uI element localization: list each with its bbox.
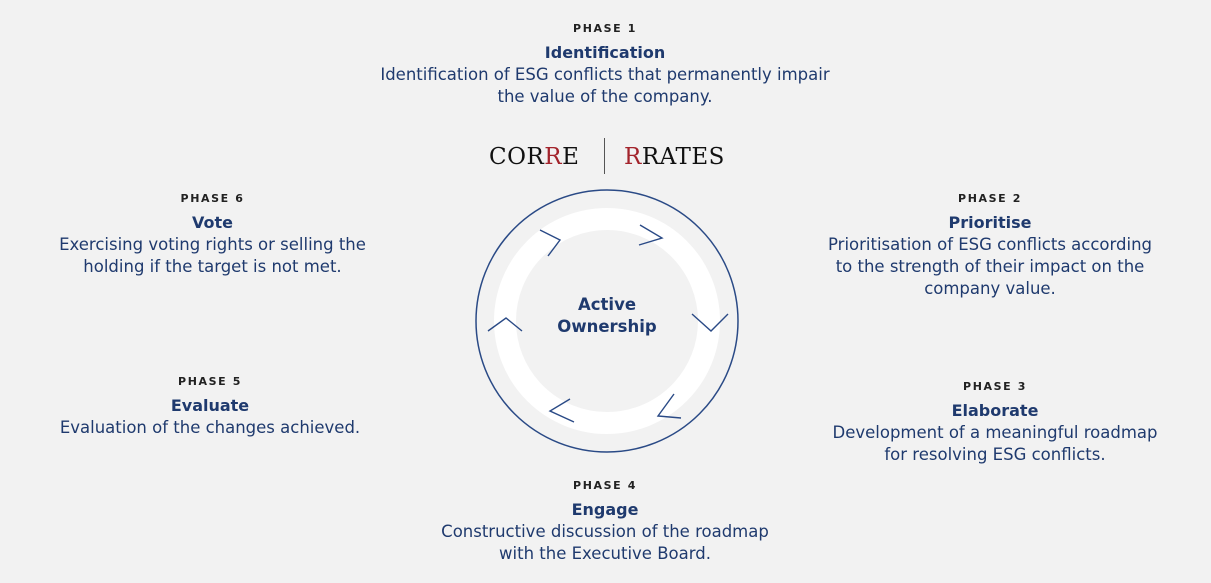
phase-1-block: PHASE 1 Identification Identification of… (300, 22, 910, 108)
cycle-diagram (475, 189, 739, 453)
phase-1-description: Identification of ESG conflicts that per… (380, 65, 830, 106)
cycle-ring (494, 208, 720, 434)
cycle-arrow-5 (548, 398, 575, 423)
phase-6-label: PHASE 6 (180, 192, 245, 205)
phase-5-label: PHASE 5 (178, 375, 242, 388)
phase-2-block: PHASE 2 Prioritise Prioritisation of ESG… (775, 192, 1205, 300)
phase-4-label: PHASE 4 (573, 479, 637, 492)
cycle-arrow-6 (487, 317, 523, 332)
phase-1-title: Identification (544, 43, 666, 62)
corre-rrates-logo: CORRE RRATES (472, 138, 742, 174)
cycle-arrow-2 (638, 224, 664, 246)
logo-divider (604, 138, 605, 174)
phase-5-title: Evaluate (170, 396, 250, 415)
cycle-arrow-4 (656, 393, 682, 419)
phase-2-title: Prioritise (948, 213, 1032, 232)
phase-4-title: Engage (571, 500, 639, 519)
cycle-outer-circle (475, 189, 739, 453)
phase-2-label: PHASE 2 (958, 192, 1022, 205)
active-ownership-label: Active Ownership (557, 295, 657, 336)
phase-5-description: Evaluation of the changes achieved. (59, 418, 361, 437)
phase-1-label: PHASE 1 (573, 22, 637, 35)
phase-6-title: Vote (192, 213, 233, 232)
phase-3-description: Development of a meaningful roadmap for … (832, 423, 1158, 464)
phase-4-description: Constructive discussion of the roadmap w… (441, 522, 769, 563)
phase-3-label: PHASE 3 (963, 380, 1027, 393)
phase-6-block: PHASE 6 Vote Exercising voting rights or… (10, 192, 415, 278)
phase-3-title: Elaborate (951, 401, 1039, 420)
phase-2-description: Prioritisation of ESG conflicts accordin… (828, 235, 1152, 298)
phase-5-block: PHASE 5 Evaluate Evaluation of the chang… (10, 375, 410, 439)
logo-rrates: RRATES (624, 144, 725, 170)
phase-4-block: PHASE 4 Engage Constructive discussion o… (360, 479, 850, 565)
cycle-arrow-3 (691, 313, 729, 332)
cycle-arrow-1 (539, 229, 562, 257)
phase-3-block: PHASE 3 Elaborate Development of a meani… (780, 380, 1210, 466)
logo-corre: CORRE (489, 144, 580, 170)
phase-6-description: Exercising voting rights or selling the … (59, 235, 366, 276)
